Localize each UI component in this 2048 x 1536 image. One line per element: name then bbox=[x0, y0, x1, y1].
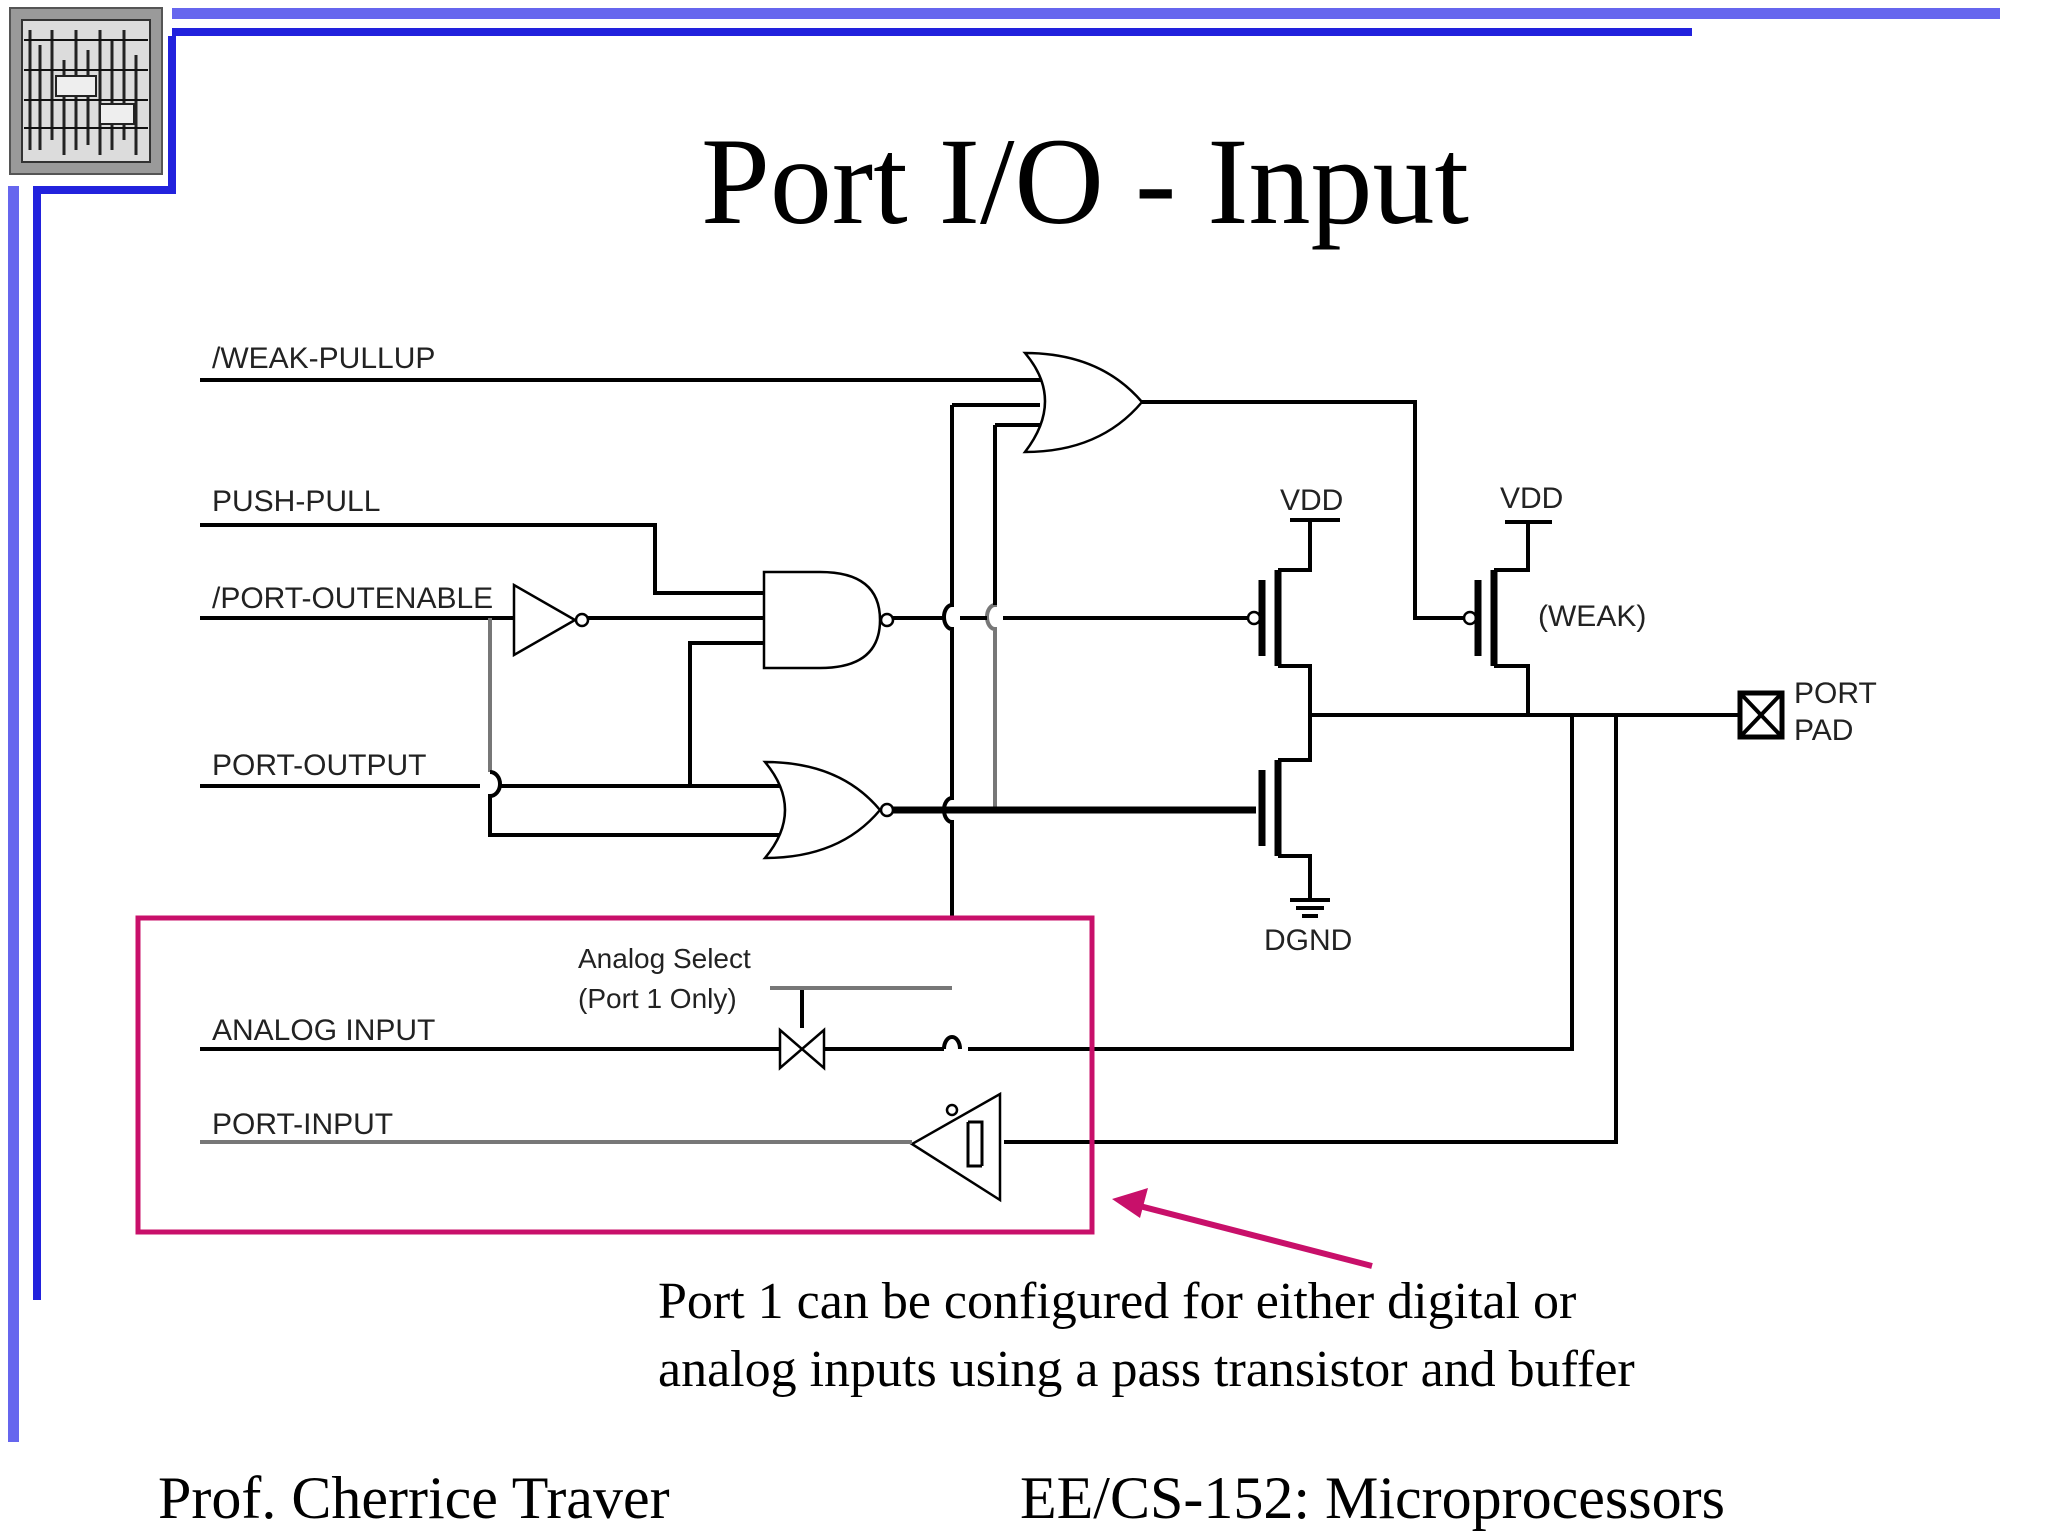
label-weak: (WEAK) bbox=[1538, 600, 1646, 633]
label-port-input: PORT-INPUT bbox=[212, 1108, 393, 1141]
wire-pad-to-buffer bbox=[1004, 715, 1618, 1144]
inverter bbox=[512, 582, 578, 658]
footer-author: Prof. Cherrice Traver bbox=[158, 1465, 670, 1531]
label-port-outenable: /PORT-OUTENABLE bbox=[212, 582, 493, 615]
ground-icon bbox=[1290, 898, 1330, 918]
label-port-pad-1: PORT bbox=[1794, 677, 1877, 710]
slide-title: Port I/O - Input bbox=[700, 113, 1470, 250]
highlight-box bbox=[135, 915, 1095, 1235]
label-dgnd: DGND bbox=[1264, 924, 1352, 957]
label-analog-select-1: Analog Select bbox=[578, 943, 751, 974]
label-port-output: PORT-OUTPUT bbox=[212, 749, 426, 782]
schmitt-buffer-icon bbox=[909, 1091, 1002, 1203]
label-push-pull: PUSH-PULL bbox=[212, 485, 380, 518]
wire-push-pull bbox=[200, 523, 764, 595]
port-pad-icon bbox=[1737, 690, 1785, 740]
footer-course: EE/CS-152: Microprocessors bbox=[1020, 1465, 1725, 1531]
label-analog-select-2: (Port 1 Only) bbox=[578, 983, 737, 1014]
chip-logo-icon bbox=[9, 7, 163, 175]
nor-gate bbox=[762, 760, 882, 860]
caption-line-1: Port 1 can be configured for either digi… bbox=[658, 1273, 1577, 1330]
or-gate-weak bbox=[1022, 351, 1144, 454]
label-vdd-1: VDD bbox=[1280, 484, 1343, 517]
transmission-gate-icon bbox=[778, 988, 826, 1071]
label-port-pad-2: PAD bbox=[1794, 714, 1853, 747]
weak-pmos-transistor bbox=[1462, 520, 1552, 715]
pmos-transistor bbox=[1258, 518, 1340, 715]
label-analog-input: ANALOG INPUT bbox=[212, 1014, 435, 1047]
label-weak-pullup: /WEAK-PULLUP bbox=[212, 342, 435, 375]
label-vdd-2: VDD bbox=[1500, 482, 1563, 515]
wire-pad-to-analog bbox=[968, 715, 1574, 1051]
nand-gate bbox=[762, 570, 882, 670]
arrow-icon bbox=[1112, 1188, 1373, 1269]
caption-line-2: analog inputs using a pass transistor an… bbox=[658, 1341, 1635, 1398]
nmos-transistor bbox=[1258, 715, 1312, 900]
caption: Port 1 can be configured for either digi… bbox=[658, 1268, 1635, 1404]
wire-weak-gate bbox=[1142, 400, 1465, 620]
bus-analog-select bbox=[942, 405, 954, 918]
